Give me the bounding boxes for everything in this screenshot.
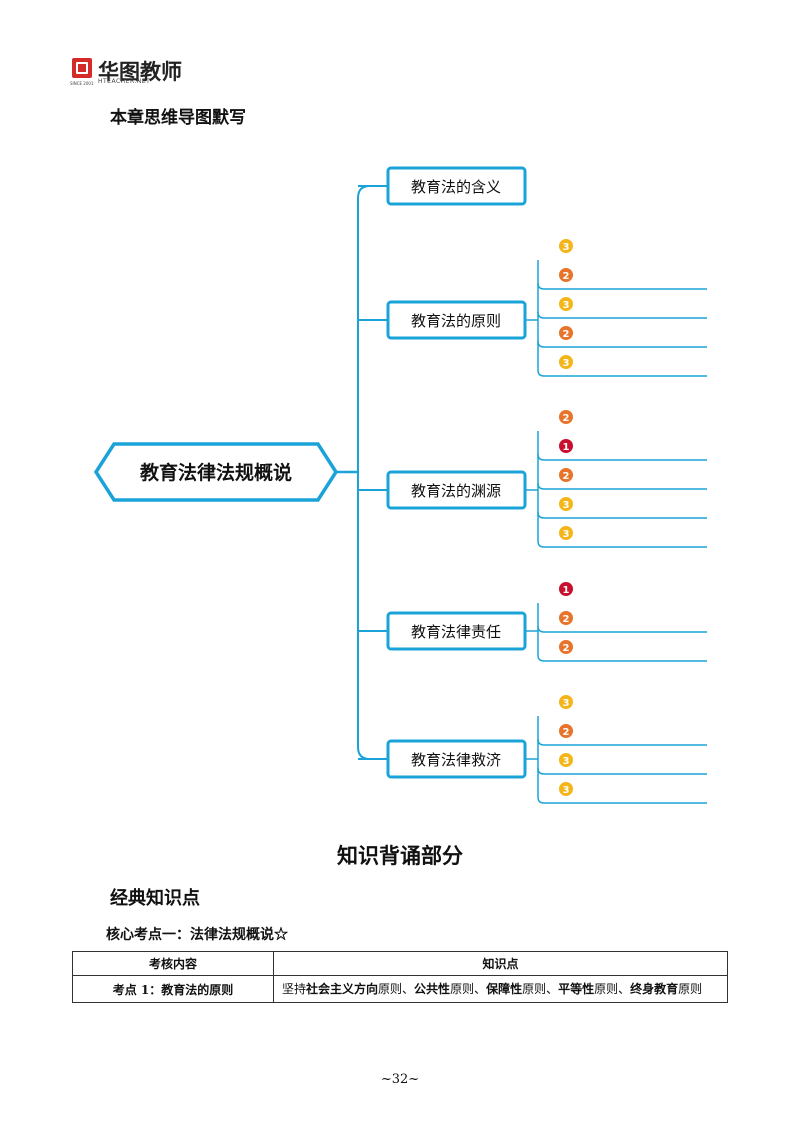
knowledge-table: 考核内容 知识点 考点 1：教育法的原则 坚持社会主义方向原则、公共性原则、保障… — [72, 951, 728, 1003]
priority-badge — [559, 439, 573, 453]
priority-badge-number: 3 — [563, 358, 570, 369]
priority-badge-number: 2 — [563, 471, 570, 482]
knowledge-segment: 原则、 — [594, 982, 631, 996]
knowledge-segment: 平等性 — [558, 982, 595, 996]
branch-node — [386, 166, 527, 206]
child-line — [537, 311, 707, 319]
child-line — [537, 767, 707, 775]
priority-badge — [559, 695, 573, 709]
chapter-title: 本章思维导图默写 — [110, 108, 246, 128]
child-line — [537, 654, 707, 662]
table-cell-topic: 考点 1：教育法的原则 — [72, 975, 274, 1003]
priority-badge-number: 2 — [563, 329, 570, 340]
priority-badge-number: 2 — [563, 727, 570, 738]
priority-badge-number: 2 — [563, 643, 570, 654]
priority-badge — [559, 355, 573, 369]
child-line — [537, 482, 707, 490]
priority-badge — [559, 297, 573, 311]
priority-badge-number: 3 — [563, 698, 570, 709]
knowledge-segment: 原则、 — [522, 982, 559, 996]
priority-badge — [559, 582, 573, 596]
table-header-row: 考核内容 知识点 — [72, 951, 728, 976]
core-point-title: 核心考点一：法律法规概说☆ — [106, 927, 288, 943]
priority-badge-number: 3 — [563, 756, 570, 767]
priority-badge — [559, 239, 573, 253]
child-line — [537, 282, 707, 290]
root-label: 教育法律法规概说 — [140, 461, 292, 484]
priority-badge — [559, 611, 573, 625]
table-cell-knowledge: 坚持社会主义方向原则、公共性原则、保障性原则、平等性原则、终身教育原则 — [273, 975, 728, 1003]
logo-subtext: HTEACHER.NET — [98, 78, 151, 85]
branch-label: 教育法律责任 — [411, 623, 501, 641]
priority-badge-number: 2 — [563, 614, 570, 625]
priority-badge — [559, 782, 573, 796]
table-header-knowledge: 知识点 — [273, 951, 728, 976]
knowledge-segment: 原则 — [678, 982, 703, 996]
knowledge-segment: 保障性 — [486, 982, 523, 996]
branch-label: 教育法的渊源 — [411, 482, 501, 500]
priority-badge-number: 2 — [563, 413, 570, 424]
knowledge-segment: 社会主义方向 — [306, 982, 379, 996]
knowledge-segment: 原则、 — [378, 982, 415, 996]
sub-title: 经典知识点 — [110, 888, 200, 909]
priority-badge — [559, 526, 573, 540]
branch-label: 教育法的含义 — [411, 178, 501, 196]
priority-badge-number: 3 — [563, 242, 570, 253]
child-line — [537, 453, 707, 461]
priority-badge-number: 1 — [563, 442, 570, 453]
trunk-line — [357, 185, 371, 760]
branch-label: 教育法的原则 — [411, 312, 501, 330]
section-title: 知识背诵部分 — [337, 843, 463, 868]
priority-badge-number: 2 — [563, 271, 570, 282]
priority-badge — [559, 326, 573, 340]
child-line — [537, 511, 707, 519]
logo-text: 华图教师 — [98, 60, 182, 84]
table-header-topic: 考核内容 — [72, 951, 274, 976]
knowledge-segment: 坚持 — [282, 982, 307, 996]
priority-badge-number: 3 — [563, 529, 570, 540]
child-line — [537, 625, 707, 633]
priority-badge — [559, 753, 573, 767]
priority-badge-number: 3 — [563, 500, 570, 511]
page-number: ~32~ — [380, 1072, 420, 1087]
priority-badge-number: 1 — [563, 585, 570, 596]
child-line — [537, 796, 707, 804]
child-line — [537, 540, 707, 548]
priority-badge-number: 3 — [563, 300, 570, 311]
priority-badge-number: 3 — [563, 785, 570, 796]
logo-since: SINCE 2001 — [70, 81, 94, 86]
child-line — [537, 738, 707, 746]
priority-badge — [559, 268, 573, 282]
priority-badge — [559, 497, 573, 511]
knowledge-segment: 原则、 — [450, 982, 487, 996]
table-row: 考点 1：教育法的原则 坚持社会主义方向原则、公共性原则、保障性原则、平等性原则… — [72, 975, 728, 1003]
knowledge-segment: 公共性 — [414, 982, 451, 996]
priority-badge — [559, 468, 573, 482]
priority-badge — [559, 640, 573, 654]
child-line — [537, 340, 707, 348]
child-line — [537, 369, 707, 377]
logo-icon — [72, 58, 92, 78]
priority-badge — [559, 724, 573, 738]
knowledge-segment: 终身教育 — [630, 982, 679, 996]
priority-badge — [559, 410, 573, 424]
branch-label: 教育法律救济 — [411, 751, 501, 769]
